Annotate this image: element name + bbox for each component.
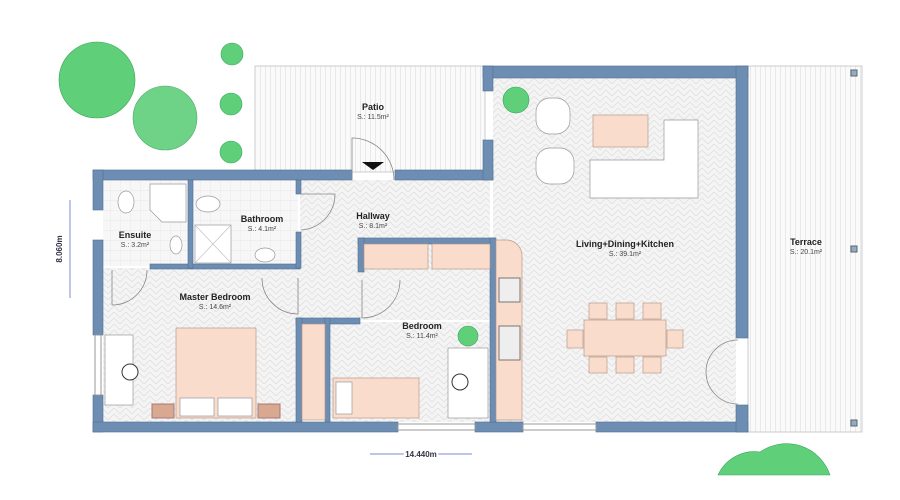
chair-icon: [121, 363, 139, 381]
chair-icon: [451, 373, 469, 391]
armchair: [535, 97, 571, 135]
svg-text:S.: 14.6m²: S.: 14.6m²: [199, 304, 232, 311]
wardrobe: [301, 323, 326, 421]
bathroom-door[interactable]: [300, 193, 336, 231]
pillow: [179, 397, 215, 417]
terrace-post-icon: [850, 419, 858, 427]
sink-icon: [254, 247, 276, 263]
window: [94, 334, 102, 396]
ensuite-door[interactable]: [111, 269, 148, 306]
kitchen-sink-icon: [498, 325, 521, 361]
patio-door[interactable]: [351, 137, 395, 181]
window: [522, 423, 597, 431]
dining-chairs: [566, 302, 684, 374]
walls: [92, 65, 749, 433]
svg-text:S.: 11.5m²: S.: 11.5m²: [357, 114, 389, 121]
svg-text:Master Bedroom: Master Bedroom: [179, 292, 250, 302]
coffee-table: [592, 114, 649, 148]
svg-text:S.: 11.4m²: S.: 11.4m²: [406, 333, 438, 340]
svg-text:Patio: Patio: [362, 102, 385, 112]
toilet-icon: [195, 195, 221, 213]
svg-text:Terrace: Terrace: [790, 237, 822, 247]
master-bedroom-door[interactable]: [261, 277, 299, 315]
armchair: [535, 147, 575, 185]
height-dimension: 8.060m: [55, 235, 64, 262]
window: [397, 423, 476, 431]
cabinet: [363, 243, 429, 270]
svg-text:Hallway: Hallway: [356, 211, 390, 221]
terrace-door[interactable]: [705, 339, 739, 405]
svg-text:S.: 39.1m²: S.: 39.1m²: [609, 251, 642, 258]
entry-arrow-icon: [362, 162, 384, 170]
bedroom-door[interactable]: [361, 279, 401, 319]
cabinet: [431, 243, 491, 270]
nightstand: [151, 403, 175, 419]
tree-icon: [58, 41, 831, 476]
svg-text:Bedroom: Bedroom: [402, 321, 442, 331]
svg-text:S.: 3.2m²: S.: 3.2m²: [121, 242, 150, 249]
pillow: [335, 381, 353, 415]
patio-floor: [254, 65, 486, 173]
svg-text:Bathroom: Bathroom: [241, 214, 284, 224]
sofa: [589, 119, 699, 199]
svg-text:Living+Dining+Kitchen: Living+Dining+Kitchen: [576, 239, 674, 249]
svg-text:Ensuite: Ensuite: [119, 230, 152, 240]
terrace-post-icon: [850, 69, 858, 77]
svg-text:S.: 4.1m²: S.: 4.1m²: [248, 226, 277, 233]
pillow: [217, 397, 253, 417]
dining-table: [583, 319, 667, 357]
plant-icon: [502, 86, 530, 114]
svg-text:S.: 8.1m²: S.: 8.1m²: [359, 223, 388, 230]
stove-icon: [498, 277, 521, 303]
toilet-icon: [117, 190, 135, 214]
svg-text:S.: 20.1m²: S.: 20.1m²: [790, 249, 823, 256]
width-dimension: 14.440m: [405, 450, 437, 459]
terrace-floor: [747, 65, 863, 433]
sink-icon: [169, 235, 183, 255]
shower-icon: [149, 183, 187, 223]
nightstand: [257, 403, 281, 419]
terrace-post-icon: [850, 245, 858, 253]
plant-icon: [457, 325, 479, 347]
